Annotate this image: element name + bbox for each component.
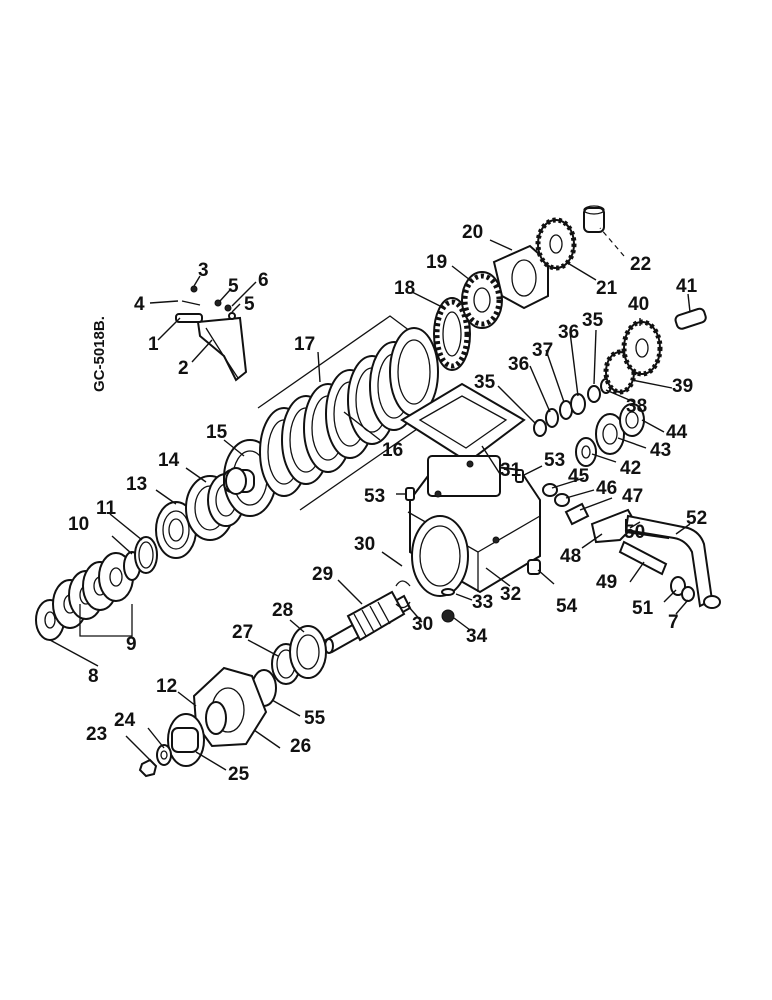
- callout-25: 25: [228, 764, 250, 785]
- callout-6: 6: [258, 270, 269, 291]
- callout-1: 1: [148, 334, 159, 355]
- callout-45: 45: [568, 466, 590, 487]
- gear-hub: [461, 271, 503, 329]
- callout-5a: 5: [228, 276, 239, 297]
- callout-53a: 53: [364, 486, 385, 507]
- callout-26: 26: [290, 736, 311, 757]
- callout-42: 42: [620, 458, 641, 479]
- callout-41: 41: [676, 276, 698, 297]
- callout-17: 17: [294, 334, 315, 355]
- callout-48: 48: [560, 546, 581, 567]
- callout-37: 37: [532, 340, 553, 361]
- end-cover: [192, 666, 268, 748]
- callout-13: 13: [126, 474, 147, 495]
- pin-53-left: [405, 487, 415, 501]
- leader-lines: [49, 227, 691, 771]
- callout-31: 31: [500, 460, 522, 481]
- callout-29: 29: [312, 564, 333, 585]
- callout-30a: 30: [354, 534, 375, 555]
- callout-7: 7: [668, 612, 679, 633]
- callout-21: 21: [596, 278, 618, 299]
- callout-36b: 36: [558, 322, 579, 343]
- callout-12: 12: [156, 676, 177, 697]
- callout-20: 20: [462, 222, 483, 243]
- snap-rings: [123, 536, 158, 581]
- clutch-carrier: [492, 244, 549, 310]
- callout-14: 14: [158, 450, 180, 471]
- flange-nut: [138, 744, 172, 778]
- callout-23: 23: [86, 724, 107, 745]
- shift-lever-assembly: [542, 483, 721, 609]
- callout-30b: 30: [412, 614, 433, 635]
- callout-18: 18: [394, 278, 415, 299]
- drain-plugs: [441, 588, 455, 623]
- callout-8: 8: [88, 666, 99, 687]
- callout-24: 24: [114, 710, 136, 731]
- callout-40: 40: [628, 294, 649, 315]
- countershaft-parts: [533, 307, 707, 467]
- callout-55: 55: [304, 708, 326, 729]
- callout-43: 43: [650, 440, 671, 461]
- drawing-code: GC-5018B.: [91, 316, 108, 392]
- callout-35a: 35: [474, 372, 496, 393]
- callout-51: 51: [632, 598, 654, 619]
- callout-34: 34: [466, 626, 488, 647]
- bushing: [583, 205, 605, 233]
- callout-19: 19: [426, 252, 447, 273]
- callout-53b: 53: [544, 450, 565, 471]
- shift-fork-assembly: [175, 285, 248, 382]
- washer-stack: [35, 552, 134, 641]
- callout-38: 38: [626, 396, 647, 417]
- callout-54: 54: [556, 596, 578, 617]
- callout-10: 10: [68, 514, 89, 535]
- callout-16: 16: [382, 440, 403, 461]
- callout-3: 3: [198, 260, 209, 281]
- callout-22: 22: [630, 254, 651, 275]
- plug-54: [527, 559, 541, 575]
- output-flange: [167, 713, 205, 767]
- callout-labels: 1 2 3 4 5 5 6 7 8 9 10 11 12 13 14 15 16…: [68, 222, 707, 785]
- callout-4: 4: [134, 294, 145, 315]
- transmission-housing: [400, 382, 541, 597]
- callout-44: 44: [666, 422, 688, 443]
- callout-27: 27: [232, 622, 253, 643]
- callout-46: 46: [596, 478, 617, 499]
- callout-36a: 36: [508, 354, 529, 375]
- callout-15: 15: [206, 422, 228, 443]
- callout-39: 39: [672, 376, 693, 397]
- friction-disc: [433, 297, 471, 371]
- clutch-disc-pack: [257, 315, 439, 511]
- callout-50: 50: [624, 522, 645, 543]
- input-shaft: [324, 580, 412, 654]
- output-bearing: [271, 625, 327, 685]
- callout-47: 47: [622, 486, 643, 507]
- callout-9: 9: [126, 634, 137, 655]
- callout-2: 2: [178, 358, 189, 379]
- callout-35b: 35: [582, 310, 604, 331]
- callout-52: 52: [686, 508, 707, 529]
- callout-32: 32: [500, 584, 521, 605]
- callout-33: 33: [472, 592, 493, 613]
- gear-21: [535, 217, 577, 271]
- callout-49: 49: [596, 572, 617, 593]
- callout-5b: 5: [244, 294, 255, 315]
- callout-28: 28: [272, 600, 293, 621]
- callout-11: 11: [96, 498, 117, 519]
